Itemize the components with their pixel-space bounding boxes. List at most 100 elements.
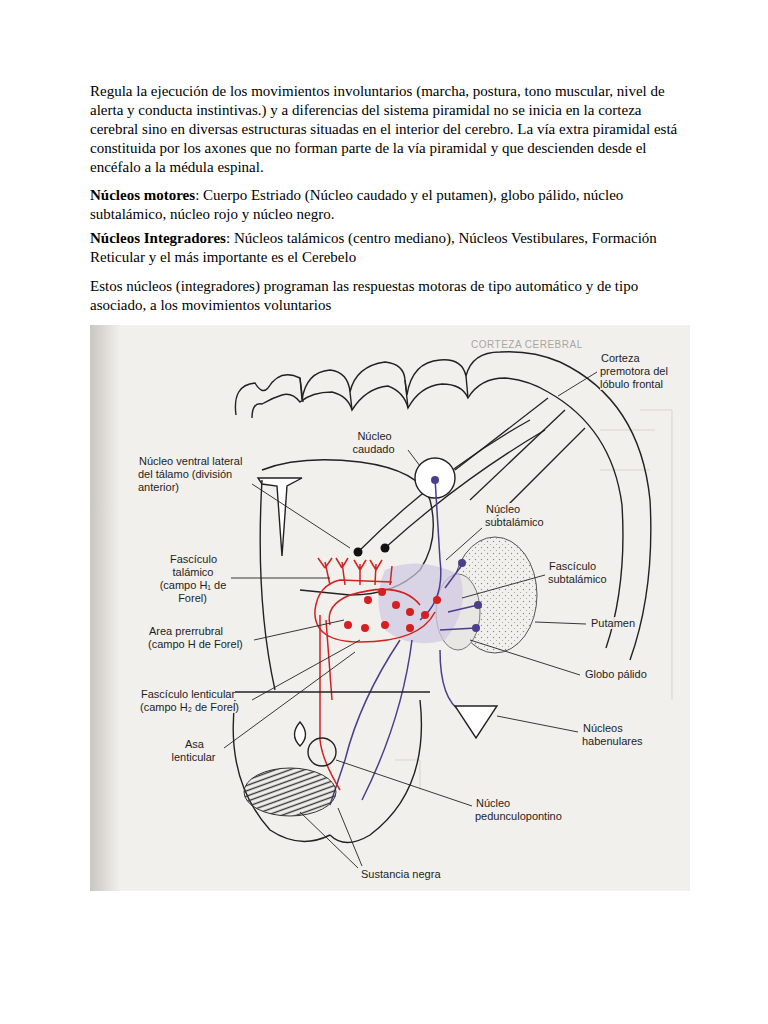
pallidal-neurons [421, 611, 429, 619]
leader-lines [558, 372, 597, 396]
thalamus-outline [260, 480, 275, 690]
habenular-nuclei [455, 706, 497, 738]
pallidal-fibers [390, 566, 392, 585]
leader-lines [252, 484, 350, 548]
label-text: CORTEZA CEREBRAL [470, 339, 584, 350]
structure-label: Núcleo caudado [343, 430, 405, 456]
internal-capsule-fibers [358, 398, 585, 552]
cortex-outline [235, 352, 560, 415]
body-paragraph: Núcleos Integradores: Núcleos talámicos … [90, 229, 685, 267]
subthalamic-region [379, 564, 463, 644]
midbrain-outline [295, 722, 306, 746]
leader-lines [446, 528, 482, 560]
thalamic-neurons [354, 544, 390, 557]
striatal-neurons [472, 624, 480, 632]
leader-lines [252, 640, 360, 700]
body-paragraph: Núcleos motores: Cuerpo Estriado (Núcleo… [90, 186, 685, 224]
striatal-fibers [440, 628, 476, 630]
paragraph-text: Regula la ejecución de los movimientos i… [90, 83, 677, 175]
bold-term: Núcleos motores [90, 187, 195, 203]
structure-label: Putamen [590, 617, 660, 630]
cortex-outline [300, 376, 468, 410]
structure-label: Asa lenticular [165, 738, 223, 764]
cortex-outline [560, 362, 651, 660]
faint-scan-label: CORTEZA CEREBRAL [470, 338, 590, 351]
striatal-fibers [448, 605, 478, 612]
pallidal-neurons [406, 624, 414, 632]
leader-lines [336, 760, 472, 806]
pallidal-fibers [329, 589, 420, 625]
label-text: Fascículo subtalámico [548, 560, 608, 585]
structure-label: Núcleo ventral lateral del tálamo (divis… [138, 455, 248, 494]
label-text: Putamen [590, 617, 636, 629]
midbrain-outline [308, 738, 336, 766]
striatal-fibers [440, 650, 462, 712]
pallidal-fibers [370, 560, 382, 585]
leader-lines [408, 450, 420, 466]
structure-label: Area prerrubral (campo H de Forel) [148, 625, 253, 651]
thalamic-neurons [381, 544, 390, 553]
cortex-outline [548, 392, 623, 648]
label-text: Núcleo caudado [352, 430, 395, 455]
leader-lines [224, 652, 355, 748]
leader-lines [535, 622, 586, 624]
striatal-neurons [431, 476, 482, 632]
internal-capsule-fibers [385, 430, 545, 548]
label-text: Area prerrubral (campo H de Forel) [148, 625, 244, 650]
leader-lines [497, 716, 578, 732]
leader-lines [300, 812, 358, 868]
pallidal-fibers [326, 620, 332, 700]
pallidal-fibers [318, 558, 332, 585]
structure-label: Fascículo lenticular (campo H₂ de Forel) [140, 688, 250, 714]
faint-background-lines [395, 410, 672, 790]
pallidal-neurons [406, 608, 414, 616]
pallidal-fibers [315, 580, 435, 642]
pallidal-neurons [392, 601, 400, 609]
label-text: Fascículo talámico (campo H₁ de Forel) [160, 553, 227, 604]
striatal-neurons [474, 601, 482, 609]
label-text: Sustancia negra [360, 868, 442, 880]
label-text: Globo pálido [584, 668, 648, 680]
pallidal-fibers [315, 558, 435, 790]
structure-label: Núcleo pedunculopontino [475, 797, 580, 823]
substantia-nigra [244, 768, 336, 816]
structure-label: Sustancia negra [360, 868, 455, 881]
faint-background-lines [600, 430, 655, 431]
caudate-nucleus [415, 458, 455, 498]
internal-capsule-fibers [470, 410, 565, 500]
internal-capsule-fibers [455, 398, 548, 470]
cortex-outline [235, 352, 650, 660]
label-text: Corteza premotora del lóbulo frontal [600, 352, 668, 390]
label-text: Asa lenticular [171, 738, 216, 763]
faint-background-lines [640, 410, 672, 700]
scan-ground [90, 325, 120, 891]
structure-label: Núcleo subtalámico [485, 503, 560, 529]
pallidal-fibers [354, 560, 366, 585]
leader-lines [254, 620, 344, 640]
label-text: Núcleo ventral lateral del tálamo (divis… [138, 455, 242, 493]
leader-lines [338, 808, 362, 866]
structure-label: Corteza premotora del lóbulo frontal [600, 352, 688, 391]
leader-lines [462, 575, 545, 598]
bold-term: Núcleos Integradores [90, 230, 226, 246]
pallidal-neurons [433, 596, 441, 604]
caudate-nucleus [415, 458, 455, 498]
paragraph-text: Estos núcleos (integradores) programan l… [90, 278, 638, 313]
thalamus-outline [258, 478, 302, 556]
habenular-nuclei [455, 706, 497, 738]
pallidal-neurons [344, 621, 352, 629]
body-paragraph: Estos núcleos (integradores) programan l… [90, 277, 685, 315]
subthalamic-region [379, 564, 463, 644]
pallidal-neurons [344, 588, 441, 632]
structure-label: Núcleos habenulares [582, 722, 667, 748]
structure-label: Globo pálido [584, 668, 669, 681]
pallidal-neurons [381, 621, 389, 629]
structure-label: Fascículo talámico (campo H₁ de Forel) [158, 553, 228, 605]
faint-background-lines [600, 470, 650, 471]
striatal-fibers [445, 565, 462, 588]
striatal-neurons [431, 476, 439, 484]
substantia-nigra [244, 768, 336, 816]
midbrain-outline [225, 691, 430, 692]
pallidal-neurons [364, 596, 372, 604]
body-paragraph: Regula la ejecución de los movimientos i… [90, 82, 685, 177]
